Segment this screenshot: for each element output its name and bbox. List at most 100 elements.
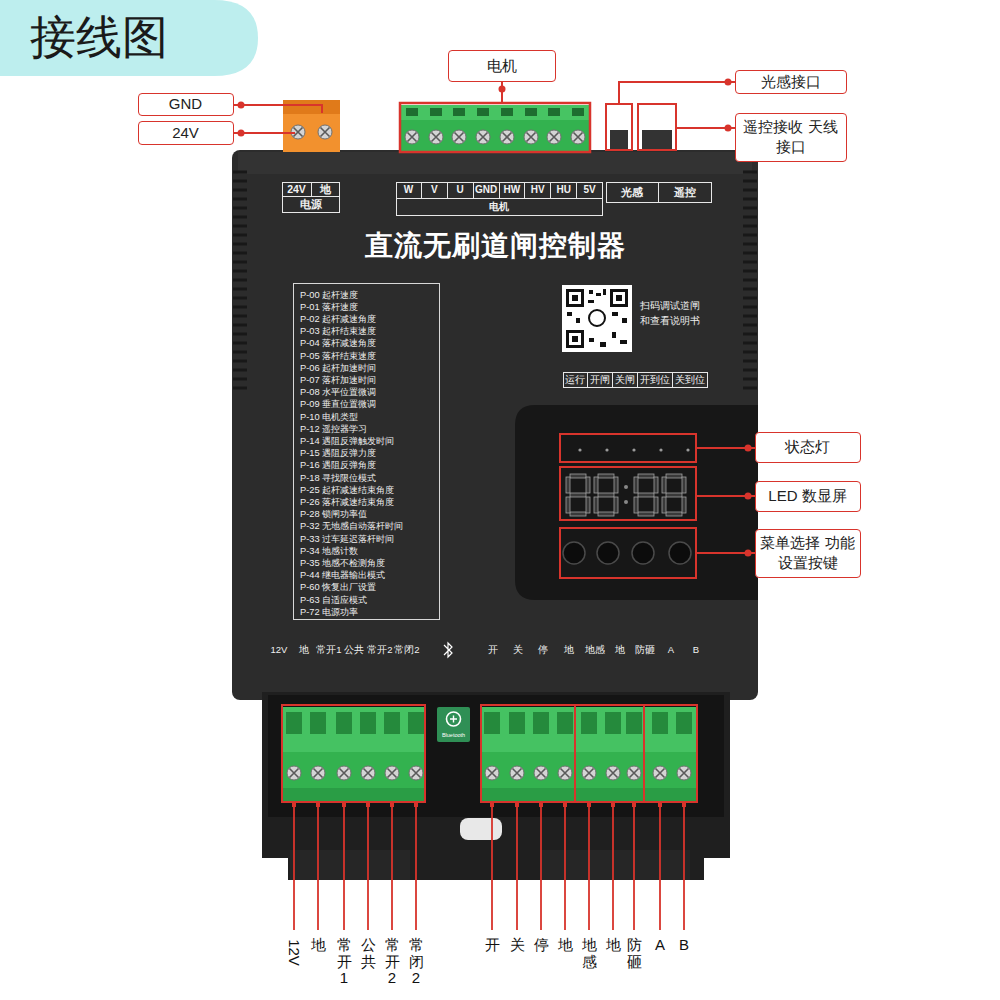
status-label-box: 运行开闸关闸开到位关到位 xyxy=(563,372,708,388)
parameter-item: P-09 垂直位置微调 xyxy=(300,399,438,411)
qr-caption: 扫码调试道闸 和查看说明书 xyxy=(640,297,710,329)
panel-label: 遥控 xyxy=(659,182,712,203)
panel-label: HW xyxy=(500,182,526,199)
parameter-item: P-12 遥控器学习 xyxy=(300,423,438,435)
parameter-item: P-05 落杆结束速度 xyxy=(300,350,438,362)
display-panel xyxy=(515,405,758,600)
power-label-box: 24V地电源 xyxy=(282,182,340,213)
callout-box: 菜单选择 功能设置按键 xyxy=(755,529,861,578)
diagram-title: 接线图 xyxy=(30,6,168,68)
panel-label: HU xyxy=(551,182,577,199)
callout-text: 菜单选择 功能设置按键 xyxy=(756,530,859,576)
callout-box: 光感接口 xyxy=(735,70,847,94)
panel-label: 关到位 xyxy=(673,372,708,388)
qr-code xyxy=(562,285,632,352)
wire-label: 地 xyxy=(311,937,326,954)
parameter-item: P-34 地感计数 xyxy=(300,545,438,557)
terminal-label: A xyxy=(654,643,688,657)
panel-label: W xyxy=(396,182,422,199)
parameter-item: P-26 落杆减速结束角度 xyxy=(300,496,438,508)
callout-text: 光感接口 xyxy=(736,71,845,92)
panel-label: 电源 xyxy=(282,197,340,213)
callout-box: LED 数显屏 xyxy=(755,481,861,512)
parameter-item: P-44 继电器输出模式 xyxy=(300,570,438,582)
wire-label: 开 xyxy=(485,937,500,954)
terminal-label: 常开2 xyxy=(363,643,397,657)
terminal-label: 开 xyxy=(476,643,510,657)
wire-label: 12V xyxy=(286,937,303,969)
wire-label: 地 xyxy=(558,937,573,954)
parameter-item: P-72 电源功率 xyxy=(300,606,438,618)
parameter-item: P-33 过车延迟落杆时间 xyxy=(300,533,438,545)
panel-label: HV xyxy=(525,182,551,199)
menu-buttons xyxy=(563,542,691,564)
panel-label: V xyxy=(422,182,448,199)
panel-label: 地 xyxy=(312,182,340,197)
wire-label: 常闭2 xyxy=(409,937,424,987)
bluetooth-symbol xyxy=(444,643,452,657)
parameter-item: P-10 电机类型 xyxy=(300,411,438,423)
port-label-box: 光感遥控 xyxy=(606,182,712,203)
callout-text: 遥控接收 天线接口 xyxy=(736,114,845,160)
bluetooth-logo xyxy=(437,707,470,742)
callout-box: 状态灯 xyxy=(755,432,861,463)
terminal-label: B xyxy=(679,643,713,657)
parameter-item: P-02 起杆减速角度 xyxy=(300,313,438,325)
callout-box: GND xyxy=(138,93,234,116)
parameter-item: P-25 起杆减速结束角度 xyxy=(300,484,438,496)
parameter-item: P-08 水平位置微调 xyxy=(300,387,438,399)
signal-terminals xyxy=(282,705,697,802)
parameter-item: P-60 恢复出厂设置 xyxy=(300,582,438,594)
wire-label: 公共 xyxy=(361,937,376,970)
wire-label: 地感 xyxy=(582,937,597,970)
terminal-label: 常开1 xyxy=(312,643,346,657)
status-lights xyxy=(578,448,689,451)
callout-box: 遥控接收 天线接口 xyxy=(735,113,847,162)
parameter-item: P-04 落杆减速角度 xyxy=(300,338,438,350)
parameter-item: P-07 落杆加速时间 xyxy=(300,374,438,386)
terminal-label: 常闭2 xyxy=(390,643,424,657)
parameter-item: P-35 地感不检测角度 xyxy=(300,557,438,569)
wire-label: B xyxy=(677,937,692,954)
terminal-label: 地 xyxy=(287,643,321,657)
wire-markers xyxy=(292,802,686,807)
callout-text: 电机 xyxy=(449,51,554,80)
parameter-item: P-28 锁闸功率值 xyxy=(300,509,438,521)
bluetooth-text: Bluetooth xyxy=(437,731,470,740)
callout-text: 24V xyxy=(139,122,232,143)
panel-label: 运行 xyxy=(563,372,588,388)
panel-label: 5V xyxy=(577,182,603,199)
power-terminal xyxy=(283,100,340,152)
panel-label: 24V xyxy=(282,182,312,197)
panel-label: 关闸 xyxy=(613,372,638,388)
terminal-label: 防砸 xyxy=(628,643,662,657)
callout-text: 状态灯 xyxy=(756,433,859,461)
wire-label: A xyxy=(653,937,668,954)
parameter-item: P-63 自适应模式 xyxy=(300,594,438,606)
panel-label: 电机 xyxy=(396,199,603,216)
wire-label: 常开1 xyxy=(337,937,352,987)
terminal-label: 公共 xyxy=(337,643,371,657)
sensor-ports xyxy=(606,104,676,150)
leader-dots xyxy=(238,79,752,557)
wire-leaders xyxy=(294,804,684,930)
callout-text: LED 数显屏 xyxy=(756,482,859,510)
wire-label: 关 xyxy=(510,937,525,954)
panel-label: GND xyxy=(474,182,500,199)
terminal-label: 关 xyxy=(501,643,535,657)
terminal-label: 地感 xyxy=(578,643,612,657)
wire-label: 停 xyxy=(534,937,549,954)
terminal-label: 12V xyxy=(262,643,296,657)
title-tab xyxy=(0,0,258,76)
wire-label: 地 xyxy=(606,937,621,954)
panel-label: 开到位 xyxy=(638,372,673,388)
parameter-item: P-16 遇阻反弹角度 xyxy=(300,460,438,472)
leader-lines xyxy=(234,82,755,553)
parameter-item: P-15 遇阻反弹力度 xyxy=(300,448,438,460)
parameter-item: P-00 起杆速度 xyxy=(300,289,438,301)
callout-box: 电机 xyxy=(448,50,556,82)
parameter-item: P-14 遇阻反弹触发时间 xyxy=(300,435,438,447)
controller-housing: 直流无刷道闸控制器24V地电源WVUGNDHWHVHU5V电机光感遥控P-00 … xyxy=(232,150,758,700)
motor-terminal xyxy=(400,103,590,152)
parameter-item: P-32 无地感自动落杆时间 xyxy=(300,521,438,533)
